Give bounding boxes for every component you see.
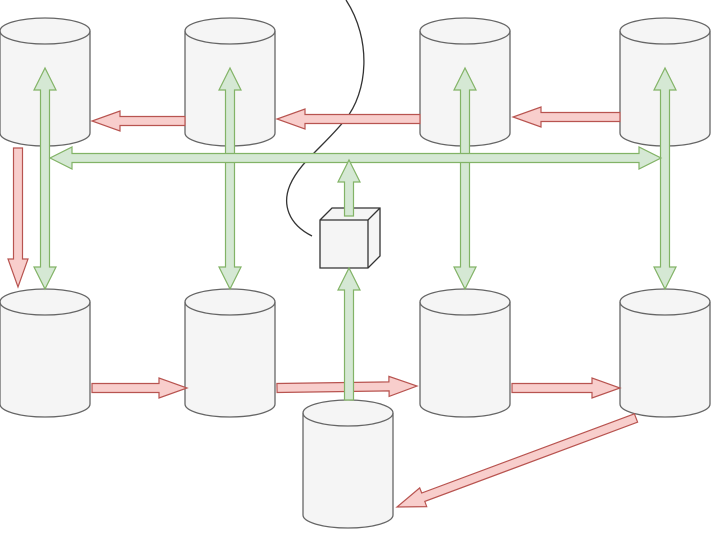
edge-center-to-cube-arrow[interactable] — [337, 266, 361, 401]
boundary-curve — [286, 0, 365, 237]
db-bottom-4[interactable] — [619, 288, 711, 418]
edge-top2-to-top1-arrow[interactable] — [90, 110, 186, 132]
edge-top4-vertical-arrow[interactable] — [653, 66, 677, 291]
db-bottom-2[interactable] — [184, 288, 276, 418]
router-cube[interactable] — [319, 207, 381, 269]
db-bottom-center[interactable] — [302, 399, 394, 529]
edge-top-bus-arrow[interactable] — [48, 146, 663, 170]
edge-top1-vertical-arrow[interactable] — [33, 66, 57, 291]
edge-top2-vertical-arrow[interactable] — [218, 66, 242, 291]
db-bottom-1[interactable] — [0, 288, 91, 418]
edge-bottom3-to-bottom4-arrow[interactable] — [511, 377, 622, 399]
edge-bottom4-to-center-arrow[interactable] — [395, 413, 639, 508]
db-bottom-3[interactable] — [419, 288, 511, 418]
edge-top1-to-bottom1-arrow[interactable] — [7, 147, 29, 289]
edge-top3-to-top2-arrow[interactable] — [275, 108, 421, 130]
edge-cube-to-bus-arrow[interactable] — [337, 158, 361, 217]
edge-top4-to-top3-arrow[interactable] — [511, 106, 621, 128]
edge-bottom1-to-bottom2-arrow[interactable] — [91, 377, 189, 399]
edge-top3-vertical-arrow[interactable] — [453, 66, 477, 291]
